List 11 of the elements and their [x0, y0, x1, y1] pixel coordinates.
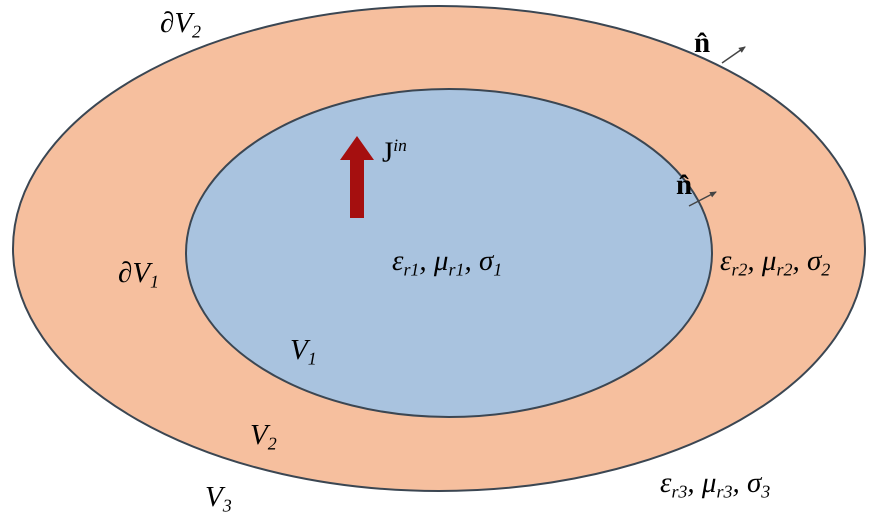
region-label: V$_{3}$: [205, 482, 232, 516]
normal-vector-label: n̂: [676, 170, 692, 202]
region-label: ε$_{r2}$, μ$_{r2}$, σ$_{2}$: [720, 246, 830, 280]
current-density-label: J$^{in}$: [382, 136, 407, 170]
boundary-label: ∂V$_{1}$: [118, 258, 160, 292]
normal-vector-label: n̂: [694, 28, 710, 60]
region-label: ε$_{r3}$, μ$_{r3}$, σ$_{3}$: [660, 468, 770, 502]
boundary-label: ∂V$_{2}$: [160, 8, 202, 42]
region-label: V$_{2}$: [250, 420, 277, 454]
region-label: V$_{1}$: [290, 335, 317, 370]
region-label: ε$_{r1}$, μ$_{r1}$, σ$_{1}$: [392, 246, 502, 280]
